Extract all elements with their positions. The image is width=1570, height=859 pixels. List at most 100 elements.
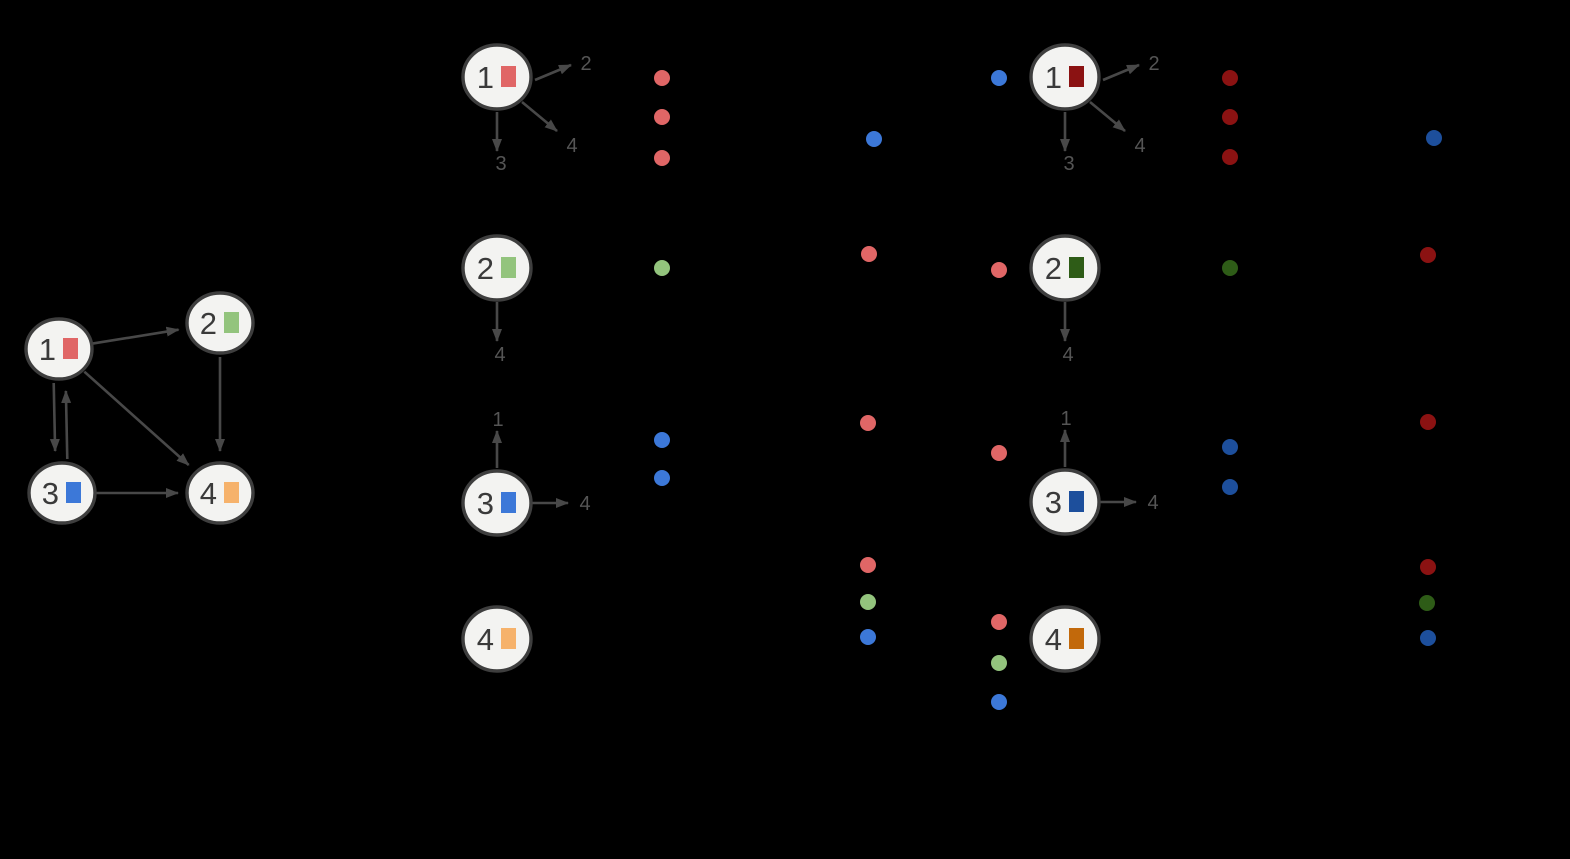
node-circle (461, 43, 533, 111)
message-dot-red (1420, 559, 1436, 575)
node-feature-square (66, 482, 81, 503)
message-round-2-node-2: 42 (1029, 234, 1238, 366)
node-feature-square (1069, 257, 1084, 278)
neighbor-label: 1 (492, 409, 503, 431)
node-number: 1 (1045, 60, 1062, 95)
node-3: 3 (461, 469, 533, 537)
message-round-1-node-4: 4 (461, 605, 533, 673)
message-dot-blue (860, 629, 876, 645)
node-2: 2 (1029, 234, 1101, 302)
message-dot-red (654, 109, 670, 125)
message-round-2-node-1: 2 3 4 1 (1029, 43, 1238, 175)
message-dot-red (654, 150, 670, 166)
node-1: 1 (1029, 43, 1101, 111)
node-number: 2 (477, 251, 494, 286)
node-circle (1029, 43, 1101, 111)
graph-edge-1-3 (49, 382, 60, 453)
neighbor-label: 3 (495, 153, 506, 175)
graph-node-3: 3 (27, 461, 97, 525)
neighbor-label: 2 (580, 53, 591, 75)
message-dot-red (991, 614, 1007, 630)
message-dot-blue (1420, 630, 1436, 646)
node-feature-square (1069, 66, 1084, 87)
node-4: 4 (461, 605, 533, 673)
message-dot-blue (866, 131, 882, 147)
graph-node-4: 4 (185, 461, 255, 525)
original-graph: 1 2 3 4 (24, 291, 255, 525)
node-feature-square (501, 257, 516, 278)
node-feature-square (501, 628, 516, 649)
graph-node-1: 1 (24, 317, 94, 381)
messages-received-round-2 (1419, 130, 1442, 646)
message-dot-red (1420, 414, 1436, 430)
neighbor-label: 4 (1147, 492, 1158, 514)
graph-edge-1-4 (83, 370, 190, 466)
message-dot-green (860, 594, 876, 610)
message-round-1-node-3: 1 4 3 (461, 409, 670, 537)
neighbor-label: 4 (566, 135, 577, 157)
node-number: 2 (1045, 251, 1062, 286)
message-dot-red (1222, 109, 1238, 125)
neighbor-label: 4 (579, 493, 590, 515)
node-feature-square (501, 492, 516, 513)
neighbor-label: 4 (1062, 344, 1073, 366)
message-dot-red (654, 70, 670, 86)
node-number: 4 (200, 476, 217, 511)
node-feature-square (1069, 491, 1084, 512)
graph-node-2: 2 (185, 291, 255, 355)
node-circle (27, 461, 97, 525)
neighbor-label: 2 (1148, 53, 1159, 75)
message-dot-blue (654, 432, 670, 448)
message-round-1-node-1: 2 3 4 1 (461, 43, 670, 175)
node-circle (1029, 605, 1101, 673)
graph-edge-1-2 (92, 326, 180, 345)
node-number: 3 (42, 476, 59, 511)
message-dot-red (991, 445, 1007, 461)
message-round-1-node-2: 42 (461, 234, 670, 366)
node-circle (185, 291, 255, 355)
node-2: 2 (461, 234, 533, 302)
node-circle (1029, 468, 1101, 536)
node-3: 3 (1029, 468, 1101, 536)
message-dot-red (1222, 149, 1238, 165)
message-dot-blue (991, 70, 1007, 86)
message-dot-green (654, 260, 670, 276)
node-circle (461, 605, 533, 673)
neighbor-label: 3 (1063, 153, 1074, 175)
node-feature-square (224, 482, 239, 503)
message-dot-red (1420, 247, 1436, 263)
node-circle (461, 234, 533, 302)
node-number: 1 (39, 332, 56, 367)
node-circle (24, 317, 94, 381)
out-edge-to-4 (1089, 100, 1126, 133)
node-feature-square (63, 338, 78, 359)
out-edge-to-4 (521, 100, 558, 133)
node-number: 4 (1045, 622, 1062, 657)
node-circle (185, 461, 255, 525)
neighbor-label: 4 (494, 344, 505, 366)
node-number: 3 (1045, 485, 1062, 520)
graph-edge-3-1 (61, 389, 72, 460)
neighbor-label: 4 (1134, 135, 1145, 157)
message-dot-blue (1222, 479, 1238, 495)
message-dot-green (1222, 260, 1238, 276)
message-round-2-node-3: 143 (1029, 408, 1238, 536)
message-dot-green (1419, 595, 1435, 611)
message-dot-blue (1222, 439, 1238, 455)
node-feature-square (224, 312, 239, 333)
message-dot-red (860, 557, 876, 573)
node-feature-square (1069, 628, 1084, 649)
message-dot-red (991, 262, 1007, 278)
message-dot-blue (991, 694, 1007, 710)
node-number: 1 (477, 60, 494, 95)
inbox-round-2 (991, 70, 1007, 710)
node-4: 4 (1029, 605, 1101, 673)
out-edge-to-2 (1102, 63, 1140, 82)
message-dot-blue (1426, 130, 1442, 146)
node-number: 4 (477, 622, 494, 657)
node-1: 1 (461, 43, 533, 111)
node-number: 2 (200, 306, 217, 341)
message-round-2-node-4: 4 (1029, 605, 1101, 673)
